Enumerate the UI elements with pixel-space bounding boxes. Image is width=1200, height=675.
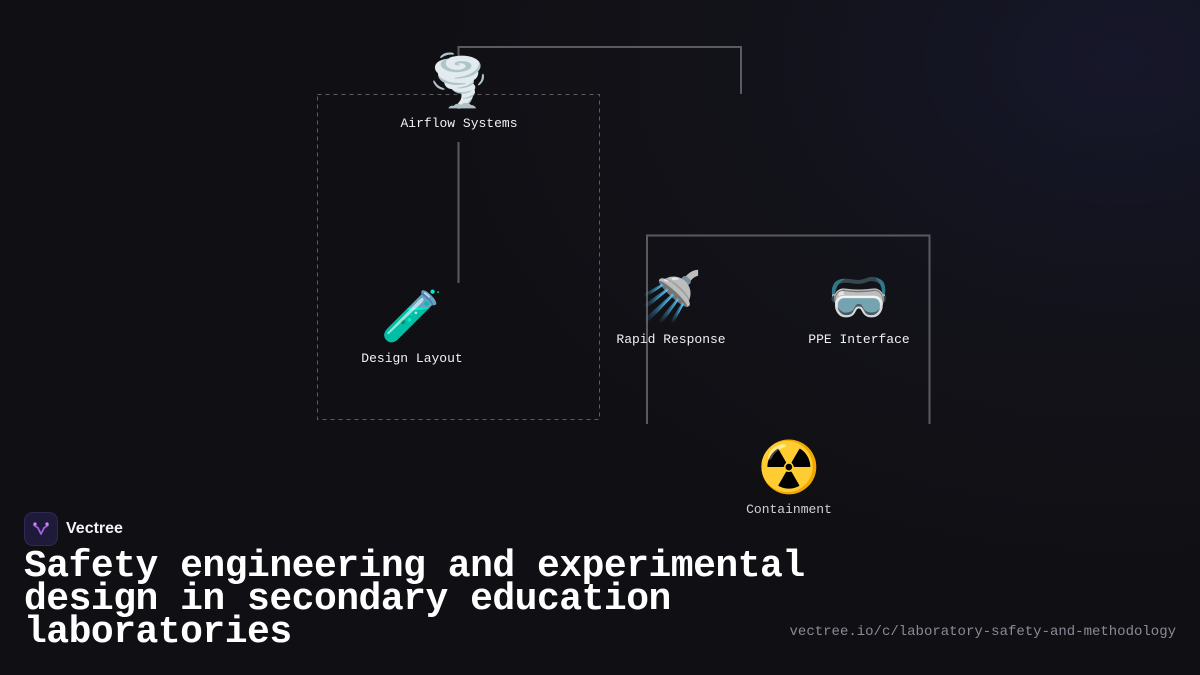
node-label: Airflow Systems	[400, 116, 518, 131]
connector-rapid-ppe-bracket	[646, 234, 931, 424]
page-title: Safety engineering and experimental desi…	[24, 545, 805, 654]
node-airflow-systems[interactable]: 🌪️ Airflow Systems	[400, 57, 518, 132]
radioactive-icon: ☢️	[757, 443, 821, 500]
node-design-layout[interactable]: 🧪 Design Layout	[361, 292, 463, 367]
node-label: Containment	[746, 502, 832, 517]
shower-icon: 🚿	[639, 273, 703, 330]
group-boundary-left	[317, 94, 600, 420]
node-label: Design Layout	[361, 351, 463, 366]
brand[interactable]: Vectree	[24, 512, 123, 546]
node-containment[interactable]: ☢️ Containment	[746, 443, 832, 518]
node-ppe-interface[interactable]: 🥽 PPE Interface	[808, 273, 910, 348]
source-url[interactable]: vectree.io/c/laboratory-safety-and-metho…	[789, 624, 1176, 640]
node-rapid-response[interactable]: 🚿 Rapid Response	[616, 273, 726, 348]
test-tube-icon: 🧪	[380, 292, 444, 349]
tornado-icon: 🌪️	[427, 57, 491, 114]
node-label: PPE Interface	[808, 332, 910, 347]
vectree-logo-icon	[24, 512, 58, 546]
goggles-icon: 🥽	[827, 273, 891, 330]
connector-airflow-to-rapid	[457, 46, 742, 94]
node-label: Rapid Response	[616, 332, 726, 347]
brand-name: Vectree	[66, 520, 123, 537]
